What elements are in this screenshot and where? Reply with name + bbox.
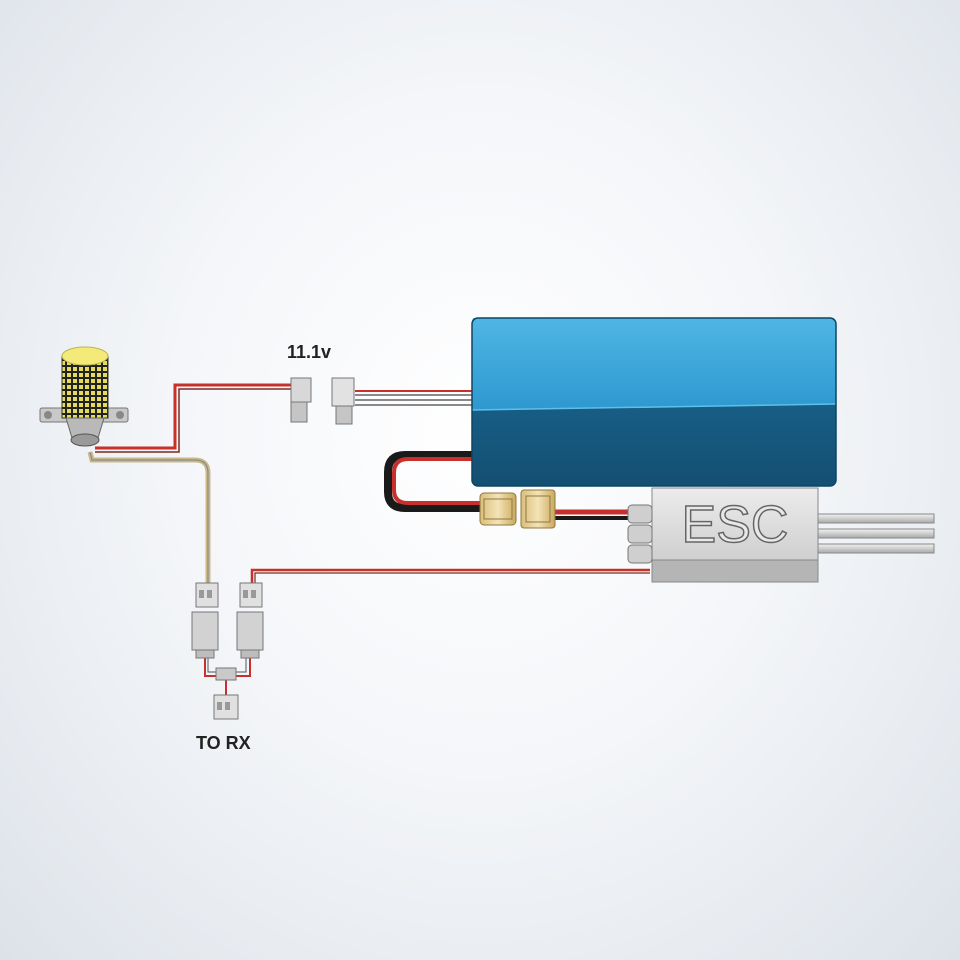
y-cable (191, 582, 264, 720)
battery-connector (290, 377, 355, 425)
esc-signal-wire (250, 568, 650, 585)
light-power-wire (95, 383, 296, 450)
battery-balance-wire (355, 394, 472, 406)
receiver-label: TO RX (196, 733, 251, 753)
battery-power-loop (384, 451, 482, 512)
battery-pack (471, 317, 837, 487)
light-signal-wire (87, 451, 211, 585)
led-light (39, 346, 129, 447)
esc-module: ESC (627, 487, 935, 583)
battery-voltage-label: 11.1v (287, 342, 332, 362)
esc-label: ESC (682, 496, 789, 554)
power-connector (479, 489, 556, 529)
